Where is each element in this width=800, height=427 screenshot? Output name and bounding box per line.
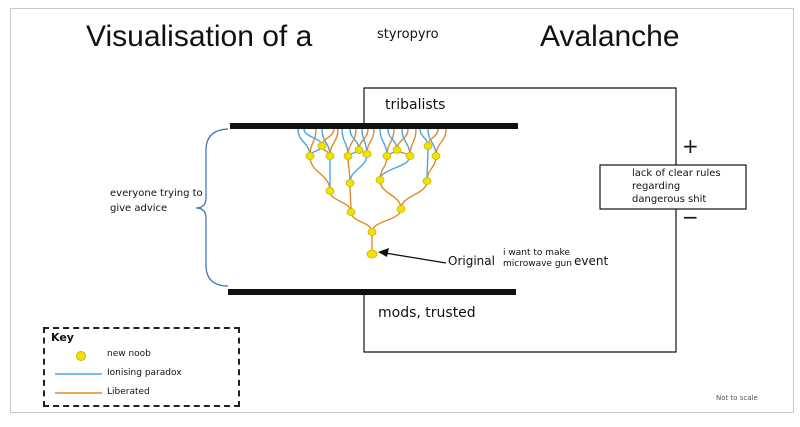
- tree-node: [317, 142, 327, 150]
- bottom-plate-label: mods, trusted: [378, 305, 476, 321]
- tree-node: [431, 152, 441, 160]
- tree-branch: [379, 128, 388, 157]
- tree-branch: [401, 128, 411, 157]
- battery-label: lack of clear rules regarding dangerous …: [632, 168, 721, 205]
- tree-branch: [347, 155, 351, 184]
- key-title: Key: [51, 331, 74, 344]
- original-label: Original: [448, 254, 495, 268]
- tree-node: [346, 208, 356, 216]
- tree-node: [354, 146, 364, 154]
- tree-node: [366, 249, 378, 259]
- tree-node: [396, 205, 406, 213]
- tree-node: [382, 152, 392, 160]
- brace-label: everyone trying to give advice: [110, 188, 203, 214]
- tree-branch: [329, 190, 352, 213]
- tree-node: [325, 187, 335, 195]
- key-item-label: Liberated: [107, 387, 150, 397]
- tree-branch: [400, 180, 428, 210]
- battery-box: [599, 164, 747, 210]
- title-part-1: Visualisation of a: [86, 20, 313, 53]
- plus-sign: +: [682, 134, 699, 158]
- top-plate-label: tribalists: [385, 97, 446, 113]
- tree-node: [422, 177, 432, 185]
- original-note: i want to make microwave gun: [503, 248, 572, 269]
- footer-note: Not to scale: [716, 394, 758, 402]
- brace: [195, 128, 229, 287]
- tree-branch: [379, 155, 411, 181]
- tree-branch: [409, 128, 417, 157]
- tree-branch: [309, 155, 331, 192]
- tree-branch: [349, 153, 368, 184]
- tree-branch: [350, 211, 373, 233]
- title-inserted-word: styropyro: [377, 27, 439, 42]
- top-plate: [230, 123, 518, 129]
- tree-node: [375, 176, 385, 184]
- circuit-wire-bottom: [363, 209, 677, 353]
- tree-branch: [297, 128, 311, 157]
- circuit-wire-top: [363, 87, 677, 165]
- key-item-label: Ionising paradox: [107, 368, 182, 378]
- title-part-2: Avalanche: [540, 20, 680, 53]
- tree-branch: [329, 128, 339, 157]
- key-node-dot-icon: [76, 351, 86, 361]
- tree-branch: [341, 128, 349, 157]
- avalanche-tree: [297, 128, 447, 259]
- tree-node: [325, 152, 335, 160]
- tree-branch: [379, 179, 402, 210]
- tree-node: [362, 150, 372, 158]
- bottom-plate: [228, 289, 516, 295]
- event-arrowhead: [378, 248, 389, 257]
- tree-node: [423, 142, 433, 150]
- key-box: Key new noob Ionising paradox Liberated: [43, 327, 240, 407]
- tree-branch: [371, 208, 402, 233]
- event-arrow: [384, 252, 447, 264]
- tree-node: [345, 179, 355, 187]
- tree-node: [392, 146, 402, 154]
- event-label: event: [574, 254, 609, 268]
- tree-node: [305, 152, 315, 160]
- tree-node: [343, 152, 353, 160]
- tree-node: [367, 228, 377, 236]
- tree-node: [405, 152, 415, 160]
- minus-sign: −: [682, 205, 699, 229]
- key-item-label: new noob: [107, 349, 151, 359]
- image-frame: [10, 8, 794, 413]
